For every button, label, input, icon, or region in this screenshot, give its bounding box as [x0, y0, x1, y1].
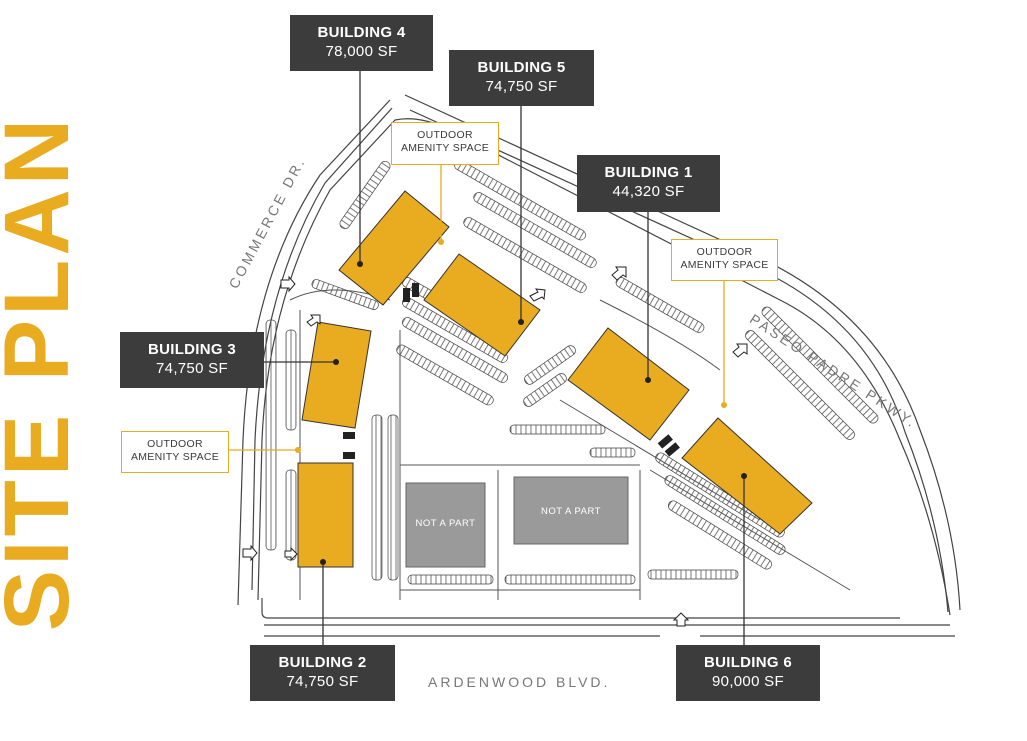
not-a-part-label-2: NOT A PART	[541, 506, 601, 517]
building-3-name: BUILDING 3	[147, 341, 236, 358]
building-2-footprint	[297, 462, 354, 568]
amenity-label-3-line2: AMENITY SPACE	[130, 451, 220, 463]
building-4-label: BUILDING 4 78,000 SF	[290, 15, 433, 71]
building-5-label: BUILDING 5 74,750 SF	[449, 50, 594, 106]
building-6-size: 90,000 SF	[712, 673, 784, 690]
building-2-name: BUILDING 2	[278, 654, 367, 671]
amenity-pointer-lines	[229, 165, 725, 451]
building-3-footprint	[301, 321, 372, 429]
building-6-label: BUILDING 6 90,000 SF	[676, 645, 820, 701]
parking-rows	[265, 279, 739, 585]
amenity-label-1-line2: AMENITY SPACE	[400, 142, 490, 154]
building-1-footprint	[567, 327, 690, 441]
building-5-name: BUILDING 5	[477, 59, 566, 76]
amenity-label-3-line1: OUTDOOR	[147, 438, 203, 450]
amenity-label-2-line2: AMENITY SPACE	[680, 259, 769, 271]
building-1-name: BUILDING 1	[604, 164, 693, 181]
amenity-label-2: OUTDOOR AMENITY SPACE	[671, 239, 778, 281]
site-boundary	[237, 94, 961, 637]
angled-parking	[339, 159, 879, 570]
building-2-size: 74,750 SF	[286, 673, 359, 690]
amenity-label-1: OUTDOOR AMENITY SPACE	[391, 122, 499, 165]
entrance-arrows	[242, 266, 748, 627]
building-6-name: BUILDING 6	[703, 654, 792, 671]
not-a-part-parcel-1	[405, 482, 486, 568]
building-3-label: BUILDING 3 74,750 SF	[120, 332, 264, 388]
street-ardenwood-blvd: ARDENWOOD BLVD.	[428, 674, 611, 690]
amenity-label-1-line1: OUTDOOR	[417, 129, 473, 141]
building-4-footprint	[338, 190, 450, 306]
building-1-size: 44,320 SF	[612, 183, 685, 200]
building-4-size: 78,000 SF	[325, 43, 398, 60]
building-5-footprint	[423, 253, 541, 357]
not-a-part-parcel-2	[513, 476, 629, 545]
not-a-part-label-1: NOT A PART	[415, 518, 476, 529]
loading-docks	[343, 283, 680, 459]
amenity-label-2-line1: OUTDOOR	[696, 246, 753, 258]
pointer-lines	[264, 70, 745, 645]
amenity-pointer-dots	[295, 239, 727, 453]
building-3-size: 74,750 SF	[156, 360, 228, 377]
pointer-dots	[320, 261, 747, 565]
building-5-size: 74,750 SF	[485, 78, 558, 95]
amenity-label-3: OUTDOOR AMENITY SPACE	[121, 431, 229, 473]
building-1-label: BUILDING 1 44,320 SF	[577, 155, 720, 212]
building-2-label: BUILDING 2 74,750 SF	[250, 645, 395, 701]
building-4-name: BUILDING 4	[317, 24, 406, 41]
